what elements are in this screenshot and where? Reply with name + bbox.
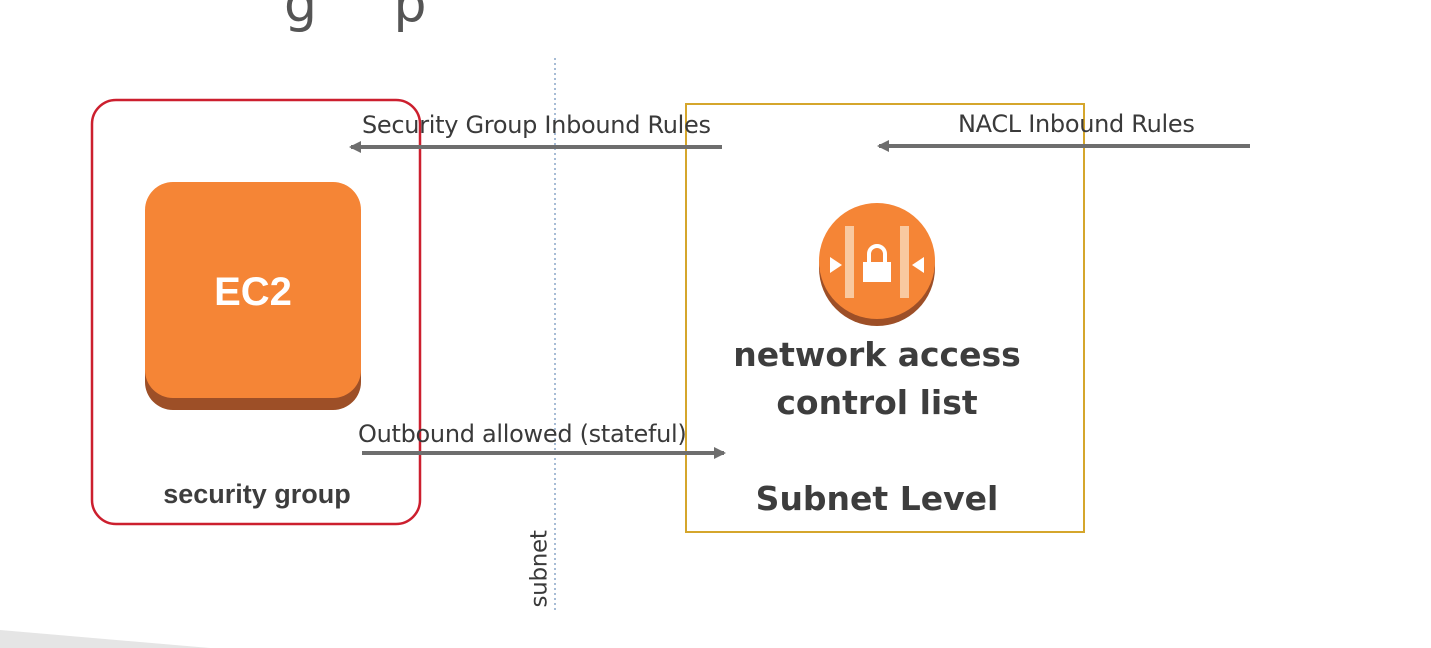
sg-inbound-label: Security Group Inbound Rules — [362, 111, 711, 139]
slide-decoration — [0, 630, 210, 648]
slide-title-fragment: g p — [284, 0, 457, 34]
nacl-label-line1: network access — [733, 335, 1021, 374]
subnet-label: subnet — [526, 530, 553, 608]
outbound-label: Outbound allowed (stateful) — [358, 420, 687, 448]
nacl-inbound-label: NACL Inbound Rules — [958, 110, 1195, 138]
nacl-label-line2: control list — [776, 383, 978, 422]
nacl-box — [685, 103, 1085, 533]
subnet-level-label: Subnet Level — [755, 479, 999, 518]
security-group-label: security group — [163, 479, 351, 509]
security-group-box — [90, 98, 422, 526]
ec2-icon — [145, 182, 361, 410]
ec2-label: EC2 — [214, 270, 292, 314]
nacl-lock-icon — [819, 203, 935, 326]
